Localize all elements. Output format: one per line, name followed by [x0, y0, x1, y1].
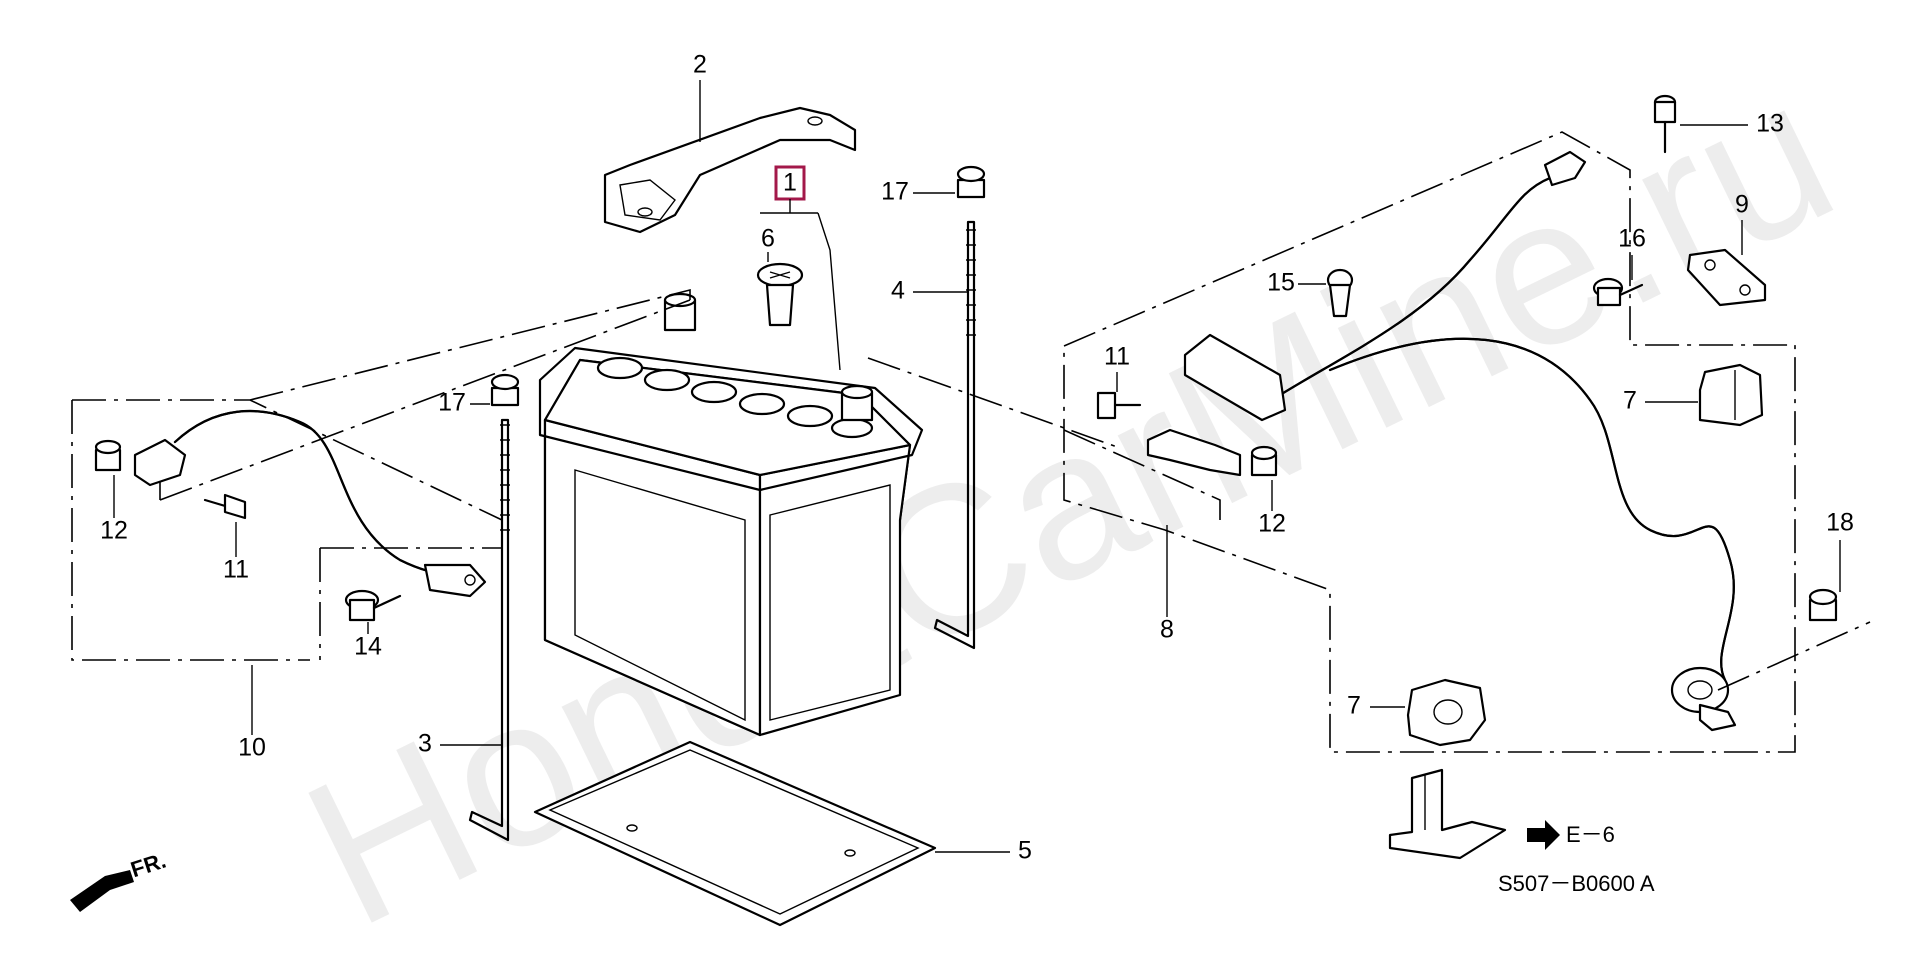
svg-text:6: 6 [761, 225, 775, 253]
svg-text:8: 8 [1160, 616, 1174, 644]
flange-nut-18[interactable] [1808, 588, 1838, 622]
svg-text:9: 9 [1735, 191, 1749, 219]
svg-text:14: 14 [354, 633, 382, 661]
callout-14[interactable]: 14 [354, 622, 382, 661]
svg-text:12: 12 [1258, 510, 1286, 538]
svg-text:4: 4 [891, 277, 905, 305]
battery[interactable] [538, 292, 924, 737]
svg-text:S507－B0600 A: S507－B0600 A [1498, 871, 1655, 896]
svg-text:11: 11 [223, 556, 249, 584]
flange-bolt-16[interactable] [1592, 277, 1644, 307]
svg-text:HondaCarMine.ru: HondaCarMine.ru [273, 33, 1866, 959]
flange-nut-17-left[interactable] [490, 373, 520, 407]
cable-clamp-7-lower[interactable] [1406, 678, 1487, 747]
reference-arrow-e6[interactable]: E－6 [1527, 820, 1615, 850]
callout-11b[interactable]: 11 [1104, 343, 1130, 392]
callout-11a[interactable]: 11 [223, 522, 249, 584]
battery-hold-down-bracket[interactable] [603, 106, 857, 234]
callout-6[interactable]: 6 [761, 225, 775, 262]
battery-terminal-positive[interactable] [663, 292, 697, 332]
terminal-bolt-11-left[interactable] [203, 493, 247, 520]
ground-bracket-9[interactable] [1686, 248, 1767, 307]
vent-plug[interactable] [756, 262, 804, 327]
front-arrow-icon [70, 870, 134, 912]
svg-text:5: 5 [1018, 837, 1032, 865]
callout-17b[interactable]: 17 [881, 178, 955, 206]
vent-caps [596, 356, 874, 439]
diagram-code: S507－B0600 A [1498, 871, 1655, 896]
ground-cable-assy-group [71, 288, 691, 661]
svg-text:17: 17 [881, 178, 909, 206]
callout-12a[interactable]: 12 [100, 475, 128, 545]
callout-13[interactable]: 13 [1680, 110, 1784, 138]
callout-8[interactable]: 8 [1160, 525, 1174, 644]
hold-down-bolt-4[interactable] [933, 220, 976, 650]
cable-holder-bracket[interactable] [1388, 768, 1507, 860]
svg-text:10: 10 [238, 734, 266, 762]
battery-tray[interactable] [533, 740, 937, 927]
flange-bolt-13[interactable] [1653, 94, 1677, 154]
callout-10[interactable]: 10 [238, 665, 266, 762]
svg-text:12: 12 [100, 517, 128, 545]
hold-down-bolt-3[interactable] [468, 418, 510, 842]
watermark: HondaCarMine.ru [273, 33, 1866, 959]
svg-text:7: 7 [1347, 692, 1361, 720]
svg-text:E－6: E－6 [1566, 822, 1615, 847]
flange-nut-12-right[interactable] [1250, 445, 1278, 477]
callout-17a[interactable]: 17 [438, 389, 490, 417]
callout-18[interactable]: 18 [1717, 509, 1871, 691]
svg-text:11: 11 [1104, 343, 1130, 371]
front-direction-indicator: FR. [70, 848, 169, 912]
terminal-bolt-11-right[interactable] [1096, 391, 1142, 420]
callout-9[interactable]: 9 [1735, 191, 1749, 255]
positive-cable-assy-group [867, 131, 1796, 753]
callout-2[interactable]: 2 [693, 51, 707, 142]
svg-text:13: 13 [1756, 110, 1784, 138]
cable-clamp-7-upper[interactable] [1698, 363, 1764, 427]
callout-3[interactable]: 3 [418, 730, 503, 758]
svg-text:16: 16 [1618, 225, 1646, 253]
flange-bolt-14[interactable] [344, 589, 402, 622]
svg-text:FR.: FR. [128, 848, 169, 883]
flange-nut-17-right[interactable] [956, 165, 986, 199]
svg-text:3: 3 [418, 730, 432, 758]
callout-12b[interactable]: 12 [1258, 480, 1286, 538]
svg-text:7: 7 [1623, 387, 1637, 415]
flange-nut-12-left[interactable] [94, 439, 122, 472]
battery-terminal-negative[interactable] [840, 384, 874, 422]
svg-text:2: 2 [693, 51, 707, 79]
callout-7a[interactable]: 7 [1623, 387, 1698, 415]
positive-battery-cable[interactable] [1146, 150, 1737, 732]
svg-text:18: 18 [1826, 509, 1854, 537]
callout-1[interactable]: 1 [760, 165, 841, 371]
svg-text:15: 15 [1267, 269, 1295, 297]
callout-16[interactable]: 16 [1618, 225, 1646, 280]
svg-text:1: 1 [783, 169, 797, 197]
callout-15[interactable]: 15 [1267, 269, 1326, 297]
callout-7b[interactable]: 7 [1347, 692, 1405, 720]
callout-4[interactable]: 4 [891, 277, 968, 305]
cable-clip-15[interactable] [1326, 268, 1354, 318]
callout-5[interactable]: 5 [935, 837, 1032, 865]
negative-battery-cable[interactable] [133, 409, 487, 598]
